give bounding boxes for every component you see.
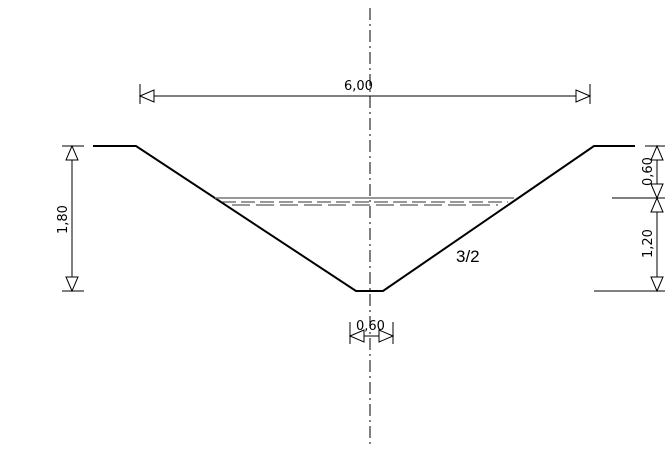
right-depth-dimensions: 0,60 1,20 bbox=[594, 144, 665, 293]
arrowhead-freeboard-bottom bbox=[650, 183, 664, 200]
top-width-dimension: 6,00 bbox=[138, 79, 592, 104]
arrowhead-right bbox=[378, 329, 395, 343]
total-depth-dimension: 1,80 bbox=[56, 144, 84, 293]
arrowhead-right bbox=[575, 89, 592, 103]
freeboard-label: 0,60 bbox=[641, 157, 656, 186]
arrowhead-freeboard-top bbox=[650, 144, 664, 161]
bottom-width-dimension: 0,60 bbox=[348, 319, 395, 344]
total-depth-label: 1,80 bbox=[56, 205, 71, 234]
arrowhead-left bbox=[348, 329, 365, 343]
arrowhead-water-bottom bbox=[650, 276, 664, 293]
channel-profile bbox=[93, 145, 635, 292]
water-depth-label: 1,20 bbox=[641, 229, 656, 258]
arrowhead-water-top bbox=[650, 196, 664, 213]
top-width-label: 6,00 bbox=[344, 79, 373, 94]
slope-label: 3/2 bbox=[456, 247, 480, 266]
arrowhead-top bbox=[65, 144, 79, 161]
arrowhead-left bbox=[138, 89, 155, 103]
bottom-width-label: 0,60 bbox=[356, 319, 385, 334]
arrowhead-bottom bbox=[65, 276, 79, 293]
